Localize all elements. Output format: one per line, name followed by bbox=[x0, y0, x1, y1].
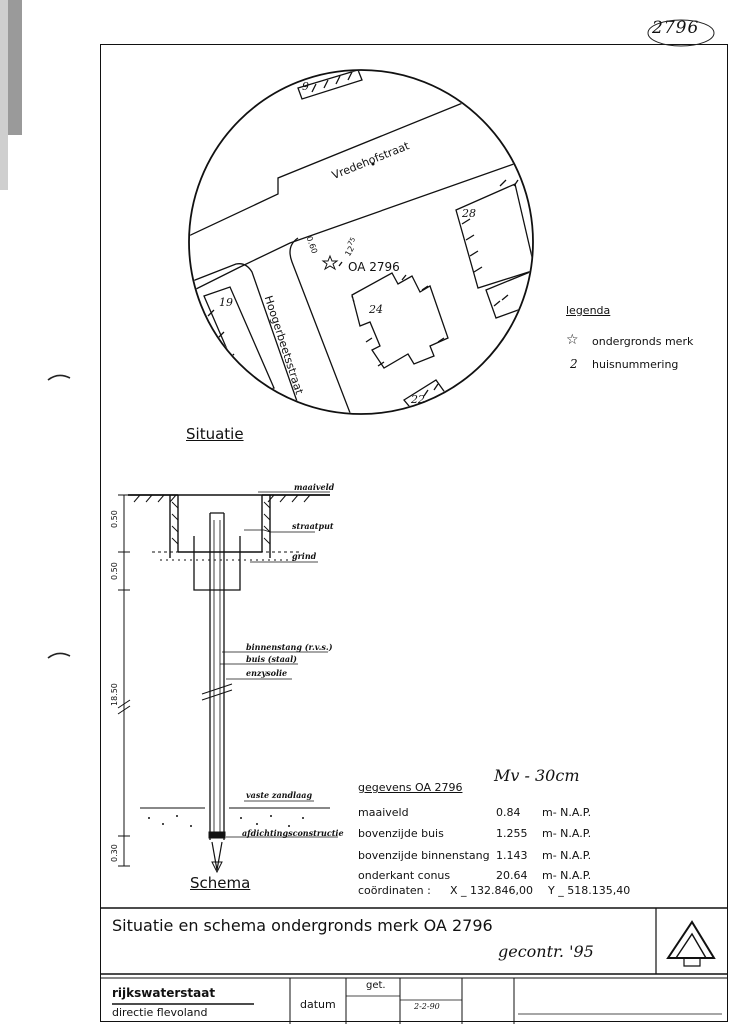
legend-item-label: ondergronds merk bbox=[592, 335, 694, 348]
schema-label-enzysolie: enzysolie bbox=[246, 668, 288, 678]
house-number-9: 9 bbox=[302, 80, 309, 93]
date-label: datum bbox=[300, 998, 336, 1011]
gegevens-row-value: 0.84 bbox=[496, 806, 521, 819]
coordinate-y: Y _ 518.135,40 bbox=[548, 884, 631, 897]
legend-number-symbol: 2 bbox=[570, 357, 578, 371]
house-number-28: 28 bbox=[462, 207, 476, 220]
mark-star-icon bbox=[321, 254, 339, 271]
schema-label-grind: grind bbox=[292, 551, 317, 561]
schema-title: Schema bbox=[190, 874, 251, 892]
sheet-number-oval bbox=[647, 19, 715, 47]
gegevens-row-label: onderkant conus bbox=[358, 869, 451, 882]
schema-label-afdichting: afdichtingsconstructie bbox=[242, 828, 344, 838]
scan-edge-shadow-light bbox=[0, 0, 8, 190]
gegevens-row-unit: m- N.A.P. bbox=[542, 806, 592, 819]
checked-note: gecontr. '95 bbox=[498, 942, 594, 961]
coordinate-x: X _ 132.846,00 bbox=[450, 884, 534, 897]
gegevens-row-label: maaiveld bbox=[358, 806, 409, 819]
gegevens-row-value: 20.64 bbox=[496, 869, 528, 882]
coordinates-label: coördinaten : bbox=[358, 884, 431, 897]
title-block-lines bbox=[100, 907, 728, 1024]
gegevens-row-unit: m- N.A.P. bbox=[542, 827, 592, 840]
legend-star-icon: ☆ bbox=[566, 332, 579, 348]
drawing-frame bbox=[100, 44, 728, 1022]
sheet-number: 2796 bbox=[652, 18, 700, 38]
house-number-22: 22 bbox=[411, 393, 425, 406]
schema-label-maaiveld: maaiveld bbox=[294, 482, 335, 492]
drawn-label: get. bbox=[366, 980, 386, 991]
punch-hole-upper bbox=[47, 374, 71, 381]
house-number-19: 19 bbox=[219, 296, 233, 309]
schema-label-vaste-zandlaag: vaste zandlaag bbox=[246, 790, 313, 800]
dimension-label: 18.50 bbox=[110, 683, 119, 706]
legend-item-label: huisnummering bbox=[592, 358, 679, 371]
situation-map bbox=[188, 69, 534, 415]
street-edge-west bbox=[190, 263, 301, 411]
schema-label-binnenstang: binnenstang (r.v.s.) bbox=[246, 642, 333, 652]
schema-drawing bbox=[117, 491, 338, 874]
legend-title: legenda bbox=[566, 304, 611, 317]
house-number-24: 24 bbox=[369, 303, 383, 316]
gegevens-note: Mv - 30cm bbox=[494, 766, 580, 785]
street-edge-north bbox=[190, 99, 471, 241]
gegevens-row-unit: m- N.A.P. bbox=[542, 849, 592, 862]
dimension-label: 0.30 bbox=[110, 844, 119, 862]
punch-hole-lower bbox=[47, 652, 71, 659]
dimension-label: 0.50 bbox=[110, 562, 119, 580]
dimension-label: 0.50 bbox=[110, 510, 119, 528]
drawing-title: Situatie en schema ondergronds merk OA 2… bbox=[112, 916, 493, 935]
gegevens-row-value: 1.143 bbox=[496, 849, 528, 862]
mark-label: OA 2796 bbox=[348, 260, 400, 274]
gegevens-row-label: bovenzijde binnenstang bbox=[358, 849, 490, 862]
gegevens-row-label: bovenzijde buis bbox=[358, 827, 444, 840]
schema-label-straatput: straatput bbox=[292, 521, 334, 531]
gegevens-row-unit: m- N.A.P. bbox=[542, 869, 592, 882]
department-name: directie flevoland bbox=[112, 1006, 208, 1019]
situatie-title: Situatie bbox=[186, 425, 244, 443]
organization-name: rijkswaterstaat bbox=[112, 986, 216, 1000]
schema-label-buis: buis (staal) bbox=[246, 654, 297, 664]
date-value: 2-2-90 bbox=[414, 1002, 440, 1011]
gegevens-row-value: 1.255 bbox=[496, 827, 528, 840]
gegevens-title: gegevens OA 2796 bbox=[358, 781, 463, 794]
street-edge-east bbox=[289, 237, 353, 413]
